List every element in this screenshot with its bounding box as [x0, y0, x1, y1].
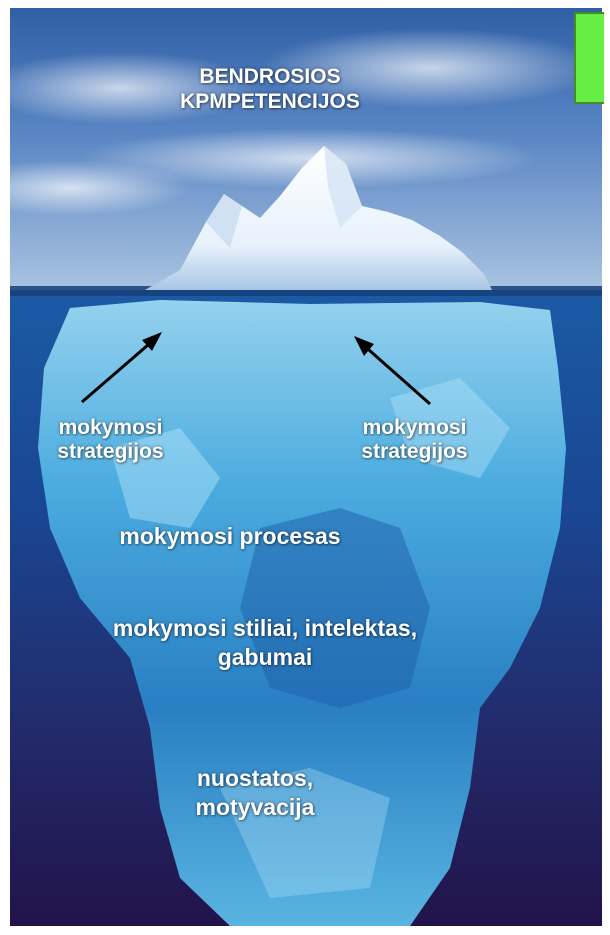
ice-shade [240, 508, 430, 708]
styles-label: mokymosi stiliai, intelektas, gabumai [80, 614, 450, 673]
iceberg-shadow [206, 194, 242, 248]
cloud [80, 128, 540, 188]
ice-highlight [110, 428, 220, 528]
right-arrow-head [354, 336, 374, 356]
title-line-1: BENDROSIOS [199, 65, 341, 88]
left-arrow-head [142, 332, 162, 351]
ice-highlight [220, 768, 390, 898]
left-strategies-label: mokymosi strategijos [38, 416, 183, 463]
iceberg-slide: BENDROSIOS KPMPETENCIJOS mokymosi strate… [10, 8, 602, 926]
iceberg-illustration [10, 8, 602, 926]
cloud [10, 52, 260, 124]
styles-line-2: gabumai [217, 644, 313, 671]
process-label: mokymosi procesas [90, 523, 370, 550]
right-strategies-label: mokymosi strategijos [342, 416, 487, 463]
ice-highlight [390, 378, 510, 478]
left-label-line-2: strategijos [57, 439, 164, 463]
horizon-line [10, 286, 602, 296]
title-line-2: KPMPETENCIJOS [180, 90, 360, 114]
left-label-line-1: mokymosi [58, 416, 163, 439]
right-label-line-1: mokymosi [362, 416, 467, 439]
right-label-line-2: strategijos [361, 439, 468, 463]
iceberg-title: BENDROSIOS KPMPETENCIJOS [150, 64, 390, 114]
left-arrow [81, 336, 157, 404]
cloud [260, 28, 600, 108]
right-arrow [359, 340, 431, 406]
iceberg-shadow [324, 146, 362, 228]
cloud [10, 160, 190, 216]
green-badge [574, 12, 604, 104]
attitudes-label: nuostatos, motyvacija [165, 764, 345, 822]
process-text: mokymosi procesas [119, 523, 341, 549]
iceberg-tip [145, 146, 492, 290]
styles-line-1: mokymosi stiliai, intelektas, [112, 615, 418, 641]
attitudes-line-2: motyvacija [195, 793, 315, 820]
attitudes-line-1: nuostatos, [196, 765, 314, 791]
